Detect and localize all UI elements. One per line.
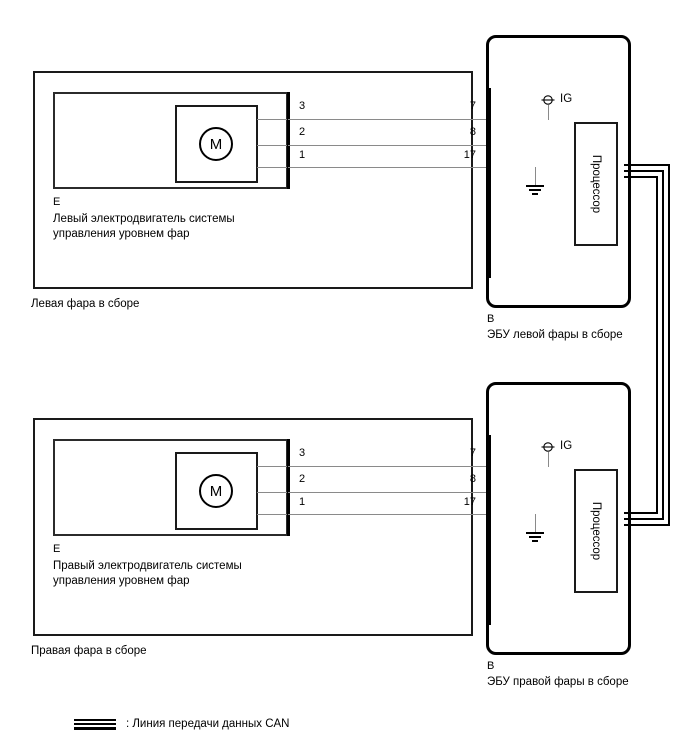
- right-wire-pin3-to-pin7: [288, 466, 488, 467]
- left-motor-symbol-letter: M: [209, 135, 223, 153]
- ground-symbol-icon: [526, 185, 544, 195]
- right-ig-riser: [548, 452, 549, 467]
- right-ig-label: IG: [560, 440, 573, 452]
- right-connector-b-bar: [488, 435, 491, 625]
- ig-terminal-icon: [541, 95, 555, 105]
- left-ecu-pin-label-8: 8: [469, 126, 476, 138]
- left-wire-pin2-to-pin8: [288, 145, 576, 146]
- left-connector-b-bar: [488, 88, 491, 278]
- right-motor-stub-2: [257, 492, 288, 493]
- left-ecu-connector-id: B: [487, 313, 495, 325]
- can-legend-label: : Линия передачи данных CAN: [126, 718, 290, 730]
- right-connector-e-bar: [287, 439, 290, 536]
- left-connector-e-bar: [287, 92, 290, 189]
- right-motor-stub-3: [257, 466, 288, 467]
- right-ecu-name: ЭБУ правой фары в сборе: [487, 676, 629, 688]
- ground-symbol-icon: [526, 532, 544, 542]
- right-pin-label-3: 3: [299, 447, 306, 459]
- left-pin-label-2: 2: [299, 126, 306, 138]
- can-legend-swatch: [74, 719, 116, 730]
- right-connector-id: E: [53, 543, 61, 555]
- left-motor-stub-2: [257, 145, 288, 146]
- left-pin-label-1: 1: [299, 149, 306, 161]
- left-motor-symbol: M: [199, 127, 233, 161]
- left-motor-stub-3: [257, 119, 288, 120]
- left-component-name: Левый электродвигатель системы управлени…: [53, 213, 235, 240]
- left-ground-riser: [535, 167, 536, 186]
- right-motor-symbol-letter: M: [209, 482, 223, 500]
- left-motor-stub-1: [257, 167, 288, 168]
- right-ecu-pin-label-17: 17: [463, 496, 476, 508]
- right-pin-label-2: 2: [299, 473, 306, 485]
- right-ecu-pin-label-7: 7: [469, 447, 476, 459]
- right-processor-box: Процессор: [574, 469, 618, 593]
- right-pin-label-1: 1: [299, 496, 306, 508]
- left-ecu-pin-label-7: 7: [469, 100, 476, 112]
- left-pin-label-3: 3: [299, 100, 306, 112]
- right-ecu-connector-id: B: [487, 660, 495, 672]
- right-motor-symbol: M: [199, 474, 233, 508]
- right-ecu-box: [486, 382, 631, 655]
- left-ecu-name: ЭБУ левой фары в сборе: [487, 329, 623, 341]
- left-processor-box: Процессор: [574, 122, 618, 246]
- left-processor-label: Процессор: [590, 154, 602, 214]
- right-ground-riser: [535, 514, 536, 533]
- left-connector-id: E: [53, 196, 61, 208]
- left-wire-pin3-to-pin7: [288, 119, 488, 120]
- can-bus-line: [624, 164, 670, 526]
- right-component-name: Правый электродвигатель системы управлен…: [53, 560, 242, 587]
- right-wire-pin1-to-pin17: [288, 514, 536, 515]
- right-processor-label: Процессор: [590, 501, 602, 561]
- left-assembly-label: Левая фара в сборе: [31, 298, 140, 310]
- left-ig-riser: [548, 105, 549, 120]
- right-ecu-pin-label-8: 8: [469, 473, 476, 485]
- left-ecu-pin-label-17: 17: [463, 149, 476, 161]
- left-wire-pin1-to-pin17: [288, 167, 536, 168]
- right-wire-pin2-to-pin8: [288, 492, 576, 493]
- ig-terminal-icon: [541, 442, 555, 452]
- left-ig-label: IG: [560, 93, 573, 105]
- right-assembly-label: Правая фара в сборе: [31, 645, 147, 657]
- right-motor-stub-1: [257, 514, 288, 515]
